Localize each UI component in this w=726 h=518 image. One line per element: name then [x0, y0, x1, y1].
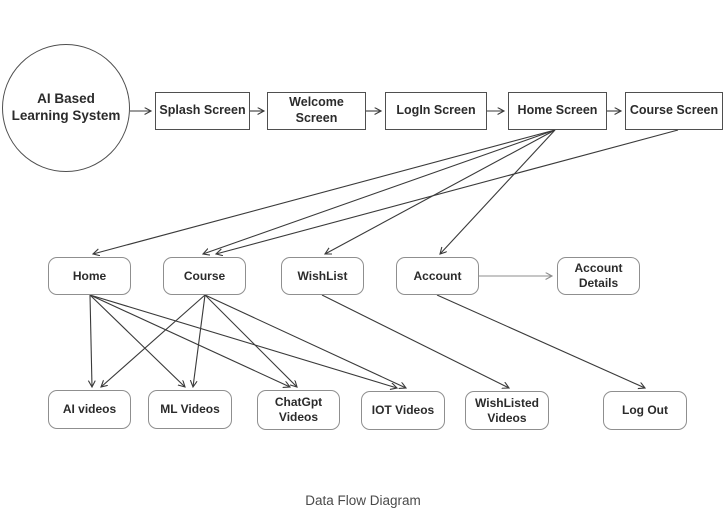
- edge-home-to-ml-videos: [89, 294, 185, 387]
- node-system[interactable]: AI Based Learning System: [2, 44, 130, 172]
- node-login-screen[interactable]: LogIn Screen: [385, 92, 487, 130]
- edge-course-to-ai-videos: [101, 294, 206, 387]
- edge-account-to-log-out: [436, 294, 645, 388]
- node-wishlisted-videos[interactable]: WishListed Videos: [465, 391, 549, 430]
- edge-home-to-iot-videos: [89, 294, 397, 388]
- node-label-ml-videos: ML Videos: [160, 402, 220, 416]
- node-label-log-out: Log Out: [622, 403, 668, 417]
- node-label-system: AI Based Learning System: [11, 91, 121, 123]
- node-home[interactable]: Home: [48, 257, 131, 295]
- node-label-wishlist: WishList: [297, 268, 348, 283]
- edge-home-screen-to-wishlist: [325, 129, 556, 254]
- edge-home-screen-to-account: [440, 129, 556, 254]
- node-label-course: Course: [183, 268, 226, 283]
- edge-course-screen-to-course: [216, 129, 679, 254]
- node-wishlist[interactable]: WishList: [281, 257, 364, 295]
- node-label-chatgpt-videos: ChatGpt Videos: [274, 395, 323, 424]
- node-chatgpt-videos[interactable]: ChatGpt Videos: [257, 390, 340, 430]
- node-label-ai-videos: AI videos: [62, 402, 117, 416]
- edge-course-to-ml-videos: [193, 294, 206, 387]
- edge-wishlist-to-wishlisted-videos: [321, 294, 509, 388]
- node-account-details[interactable]: Account Details: [557, 257, 640, 295]
- node-label-iot-videos: IOT Videos: [371, 403, 435, 417]
- node-label-account-details: Account Details: [574, 261, 623, 290]
- edge-course-to-iot-videos: [204, 294, 406, 388]
- node-splash-screen[interactable]: Splash Screen: [155, 92, 250, 130]
- node-course[interactable]: Course: [163, 257, 246, 295]
- node-home-screen[interactable]: Home Screen: [508, 92, 607, 130]
- node-label-wishlisted-videos: WishListed Videos: [475, 395, 539, 425]
- node-ml-videos[interactable]: ML Videos: [148, 390, 232, 429]
- node-label-login-screen: LogIn Screen: [396, 103, 476, 118]
- edge-home-screen-to-home: [93, 129, 556, 254]
- node-account[interactable]: Account: [396, 257, 479, 295]
- node-ai-videos[interactable]: AI videos: [48, 390, 131, 429]
- node-log-out[interactable]: Log Out: [603, 391, 687, 430]
- node-iot-videos[interactable]: IOT Videos: [361, 391, 445, 430]
- edge-course-to-chatgpt-videos: [204, 294, 297, 387]
- node-label-account: Account: [413, 268, 462, 283]
- edge-home-screen-to-course: [203, 129, 556, 254]
- node-label-home-screen: Home Screen: [517, 103, 598, 118]
- diagram-caption: Data Flow Diagram: [305, 493, 421, 508]
- edge-home-to-chatgpt-videos: [89, 294, 290, 387]
- node-label-splash-screen: Splash Screen: [159, 103, 246, 118]
- node-course-screen[interactable]: Course Screen: [625, 92, 723, 130]
- node-welcome-screen[interactable]: Welcome Screen: [267, 92, 366, 130]
- node-label-home: Home: [72, 268, 107, 283]
- edge-home-to-ai-videos: [90, 294, 92, 387]
- node-label-welcome-screen: Welcome Screen: [289, 95, 344, 125]
- node-label-course-screen: Course Screen: [629, 103, 719, 118]
